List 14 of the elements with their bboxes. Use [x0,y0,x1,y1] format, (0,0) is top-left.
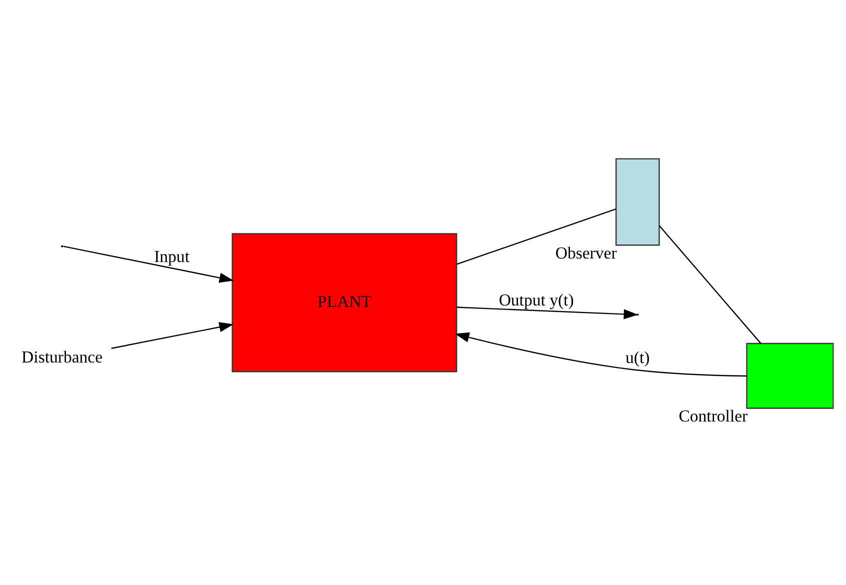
node-box [746,342,834,409]
edge-label: Output y(t) [498,290,574,310]
node-label: Controller [678,406,748,426]
node-box: PLANT [232,233,458,372]
arrow [63,246,234,283]
node-text: Disturbance [22,347,103,366]
node-label: Observer [555,244,617,263]
arrow [111,322,234,349]
edge-label: u(t) [626,348,650,367]
connector [456,208,616,265]
node-box [615,158,660,246]
arrow [454,332,747,377]
edge-label: Input [154,247,190,266]
connector [658,225,762,344]
